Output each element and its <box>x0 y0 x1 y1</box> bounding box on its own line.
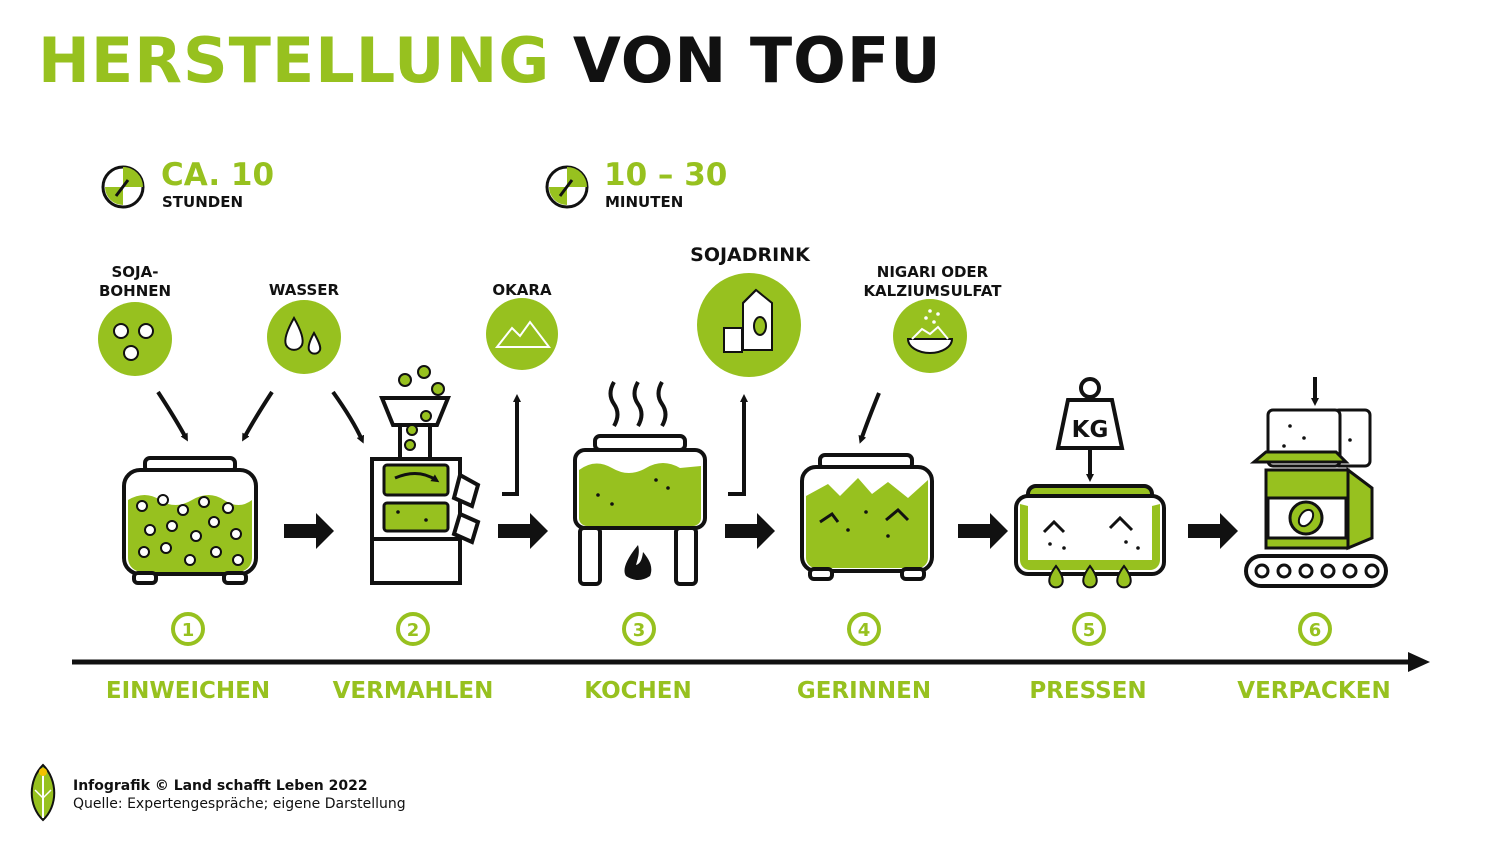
step-name: KOCHEN <box>584 678 692 704</box>
label-okara: OKARA <box>492 281 552 299</box>
step-number: 4 <box>858 620 871 641</box>
press-icon <box>1014 377 1166 589</box>
label-sojadrink: SOJADRINK <box>690 244 810 266</box>
step-name: GERINNEN <box>796 678 932 704</box>
duration-unit: STUNDEN <box>162 193 244 211</box>
soybeans-icon <box>98 302 172 376</box>
timer-icon <box>101 165 145 209</box>
label-nigari: NIGARI ODER KALZIUMSULFAT <box>863 263 1002 300</box>
step-number: 6 <box>1309 620 1322 641</box>
step-name: VERMAHLEN <box>332 678 494 704</box>
arrow-nigari <box>858 392 881 444</box>
soy-drink-icon <box>697 273 801 377</box>
title-part-2: VON TOFU <box>572 24 942 97</box>
step-name: PRESSEN <box>1029 678 1147 704</box>
page-title: HERSTELLUNG VON TOFU <box>38 30 942 92</box>
arrow-okara-out <box>502 394 521 496</box>
step-number-circle <box>1072 612 1106 646</box>
footer-credit: Infografik © Land schafft Leben 2022 <box>73 778 368 794</box>
arrow-soybeans <box>156 390 188 442</box>
duration-value: CA. 10 <box>161 157 275 193</box>
grinder-icon <box>370 365 481 585</box>
step-number: 5 <box>1083 620 1096 641</box>
packaging-icon <box>1244 377 1388 588</box>
timer-icon <box>545 165 589 209</box>
step-number-circle <box>396 612 430 646</box>
arrow-water <box>242 390 274 442</box>
leaf-logo <box>30 763 56 822</box>
step-number: 2 <box>407 620 420 641</box>
cooking-pot-icon <box>573 380 707 586</box>
label-sojabohnen: SOJA- BOHNEN <box>98 263 172 300</box>
arrow-sojadrink-out <box>728 394 748 496</box>
step-arrows <box>284 513 1238 549</box>
step-number: 1 <box>182 620 195 641</box>
step-name: VERPACKEN <box>1237 678 1391 704</box>
step-number-circle <box>171 612 205 646</box>
duration-value: 10 – 30 <box>604 157 728 193</box>
footer-source: Quelle: Expertengespräche; eigene Darste… <box>73 796 406 812</box>
timeline-arrowhead <box>1408 652 1430 672</box>
nigari-bowl-icon <box>893 299 967 373</box>
step-name: EINWEICHEN <box>105 678 271 704</box>
curdling-tank-icon <box>800 453 934 581</box>
title-part-1: HERSTELLUNG <box>38 24 551 97</box>
step-number: 3 <box>633 620 646 641</box>
water-drops-icon <box>267 300 341 374</box>
weight-label: KG <box>1072 417 1109 443</box>
okara-pile-icon <box>486 298 558 370</box>
arrow-mill <box>331 390 365 444</box>
label-wasser: WASSER <box>268 281 340 299</box>
step-number-circle <box>847 612 881 646</box>
step-number-circle <box>1298 612 1332 646</box>
duration-unit: MINUTEN <box>605 193 684 211</box>
soaking-tank-icon <box>122 456 258 585</box>
step-number-circle <box>622 612 656 646</box>
